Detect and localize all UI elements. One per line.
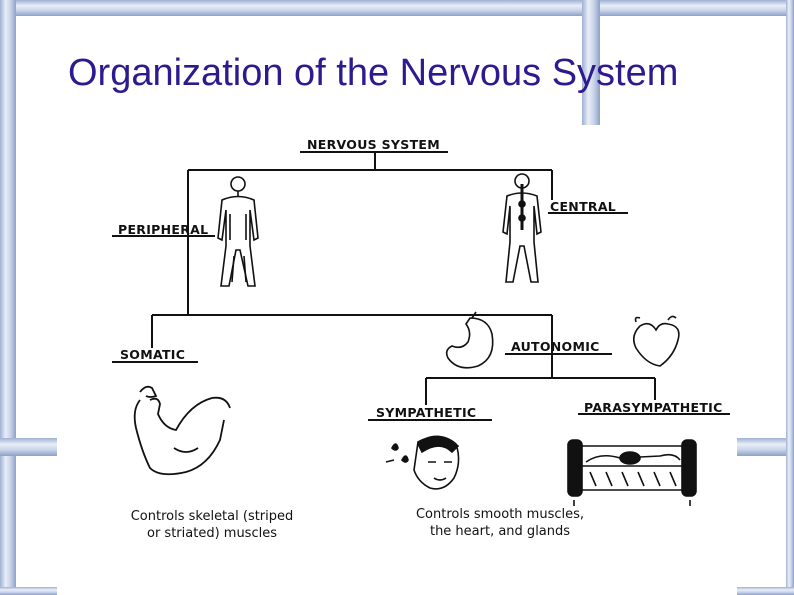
autonomic-caption-line2: the heart, and glands — [398, 523, 602, 541]
autonomic-caption-line1: Controls smooth muscles, — [398, 506, 602, 524]
node-somatic-label: SOMATIC — [120, 347, 185, 362]
somatic-caption-line1: Controls skeletal (striped — [112, 508, 312, 526]
node-autonomic-label: AUTONOMIC — [511, 339, 600, 354]
node-central-label: CENTRAL — [550, 199, 616, 214]
node-nervous-system-label: NERVOUS SYSTEM — [307, 137, 440, 152]
node-peripheral-label: PERIPHERAL — [118, 222, 208, 237]
somatic-caption-line2: or striated) muscles — [112, 525, 312, 543]
node-parasympathetic-label: PARASYMPATHETIC — [584, 400, 723, 415]
node-sympathetic-label: SYMPATHETIC — [376, 405, 476, 420]
